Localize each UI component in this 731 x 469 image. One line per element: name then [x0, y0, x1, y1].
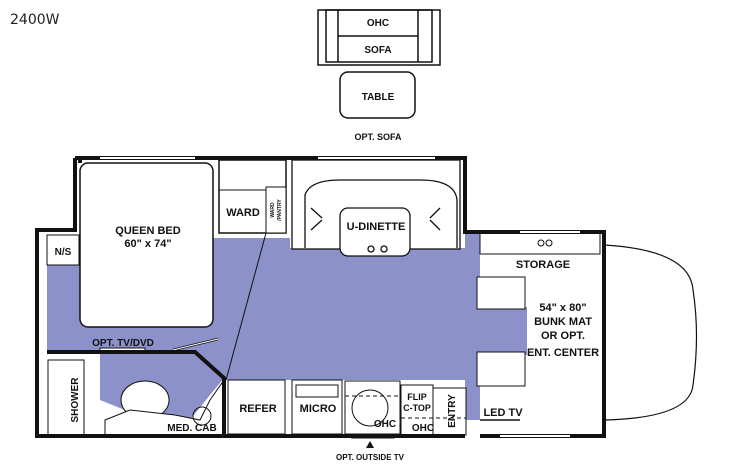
passenger-seat	[476, 276, 526, 310]
queen-bed	[79, 162, 214, 328]
opt-sofa-ohc: OHC	[367, 18, 389, 29]
optional-sofa	[317, 9, 441, 119]
label-med-cab: MED. CAB	[167, 423, 216, 434]
label-storage: STORAGE	[516, 259, 570, 271]
label-ward-pantry-2: /PANTRY	[277, 199, 283, 221]
label-queen-bed: QUEEN BED	[115, 225, 180, 237]
storage-cabinet	[479, 231, 601, 255]
label-flip-1: FLIP	[407, 392, 427, 402]
label-micro: MICRO	[300, 403, 337, 415]
label-flip-2: C-TOP	[403, 403, 431, 413]
cab-outline	[603, 244, 698, 421]
driver-seat	[476, 351, 526, 387]
label-bunk-2: BUNK MAT	[534, 316, 592, 328]
microwave-range	[291, 379, 343, 435]
nightstand	[46, 234, 80, 266]
model-name: 2400W	[10, 12, 60, 28]
label-bunk-4: ENT. CENTER	[527, 347, 599, 359]
label-outside-tv: OPT. OUTSIDE TV	[336, 453, 405, 462]
label-entry: ENTRY	[447, 394, 458, 428]
label-queen-bed-size: 60" x 74"	[124, 238, 171, 250]
label-tv-dvd: OPT. TV/DVD	[92, 338, 154, 349]
divider-line	[225, 232, 267, 381]
ward-pantry	[265, 186, 287, 234]
label-dinette: U-DINETTE	[347, 221, 406, 233]
label-nightstand: N/S	[55, 247, 72, 258]
flip-countertop	[400, 384, 434, 436]
shower	[47, 359, 85, 437]
label-ward: WARD	[226, 207, 260, 219]
label-bunk-3: OR OPT.	[541, 330, 585, 342]
label-ohc-entry: OHC	[412, 423, 434, 434]
opt-sofa-caption: OPT. SOFA	[354, 132, 402, 142]
label-shower: SHOWER	[70, 377, 81, 423]
label-bunk-1: 54" x 80"	[539, 302, 586, 314]
refrigerator	[227, 379, 286, 435]
label-refer: REFER	[239, 403, 276, 415]
opt-sofa-sofa: SOFA	[364, 45, 391, 56]
opt-sofa-table: TABLE	[362, 92, 395, 103]
label-ohc-sink: OHC	[374, 419, 396, 430]
label-ward-pantry-1: WARD	[270, 202, 276, 218]
u-dinette	[291, 159, 461, 257]
label-led-tv: LED TV	[483, 407, 523, 419]
